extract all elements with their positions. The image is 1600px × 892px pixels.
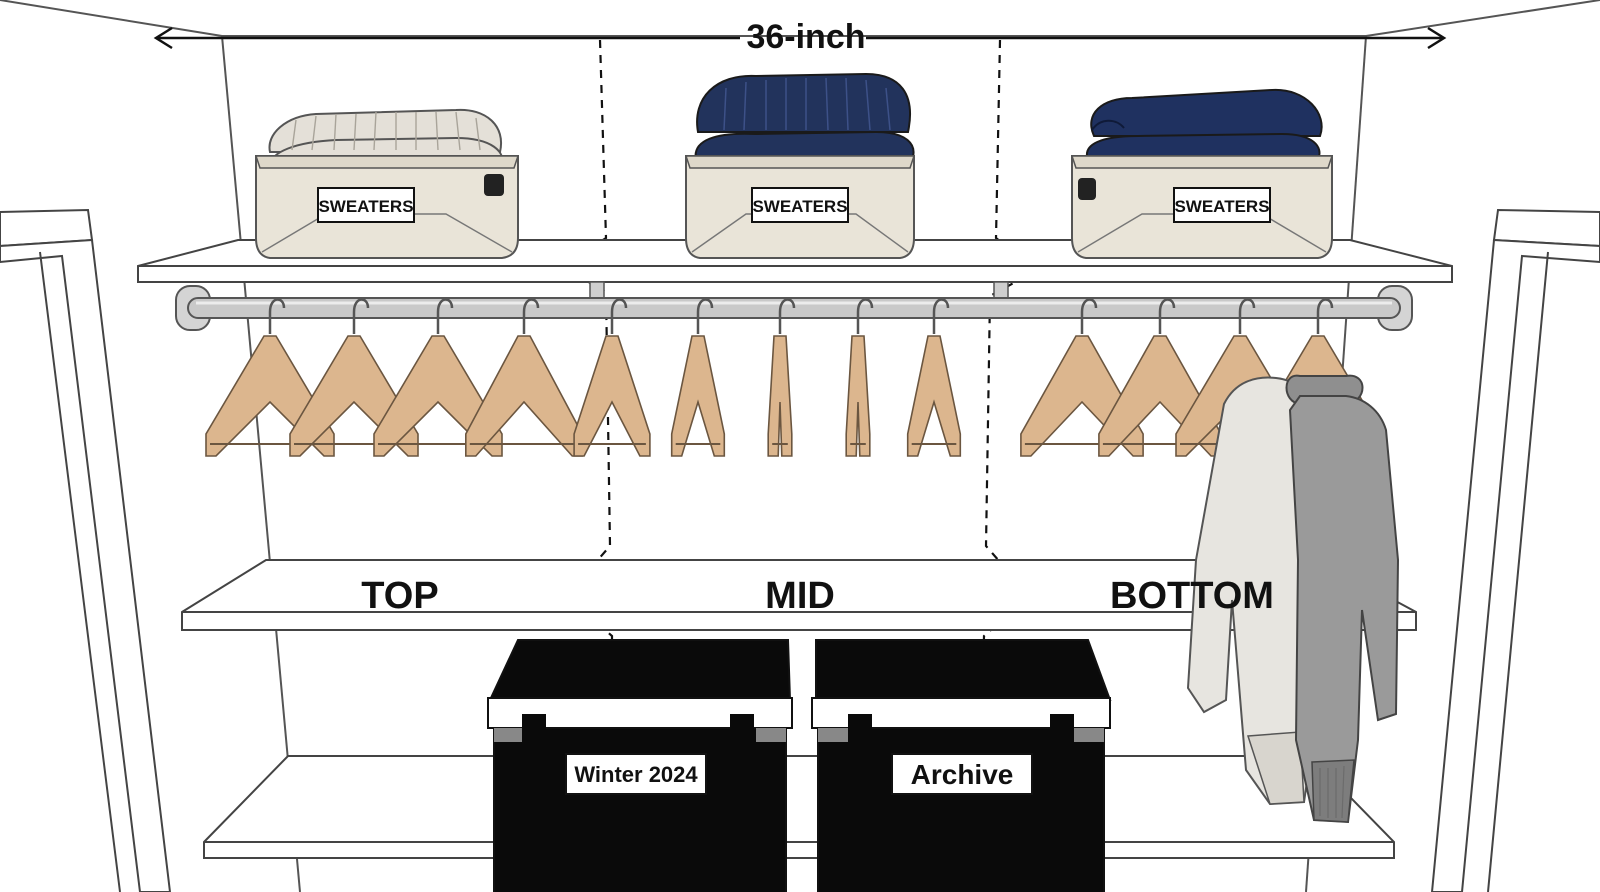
zone-label-top: TOP	[361, 575, 438, 617]
storage-box-label: Archive	[911, 759, 1014, 790]
wooden-hanger[interactable]	[767, 298, 796, 457]
wooden-hanger[interactable]	[906, 298, 962, 457]
shelf-bin-label: SWEATERS	[318, 197, 413, 216]
shelf-bin-2[interactable]: SWEATERS	[684, 72, 916, 259]
folded-sweaters	[696, 72, 911, 133]
wooden-hanger[interactable]	[465, 298, 583, 457]
dimension-line	[153, 26, 1447, 50]
zone-dividers	[566, 39, 1032, 892]
right-door-frame	[1430, 208, 1600, 892]
wooden-hanger[interactable]	[573, 298, 651, 457]
storage-box-label: Winter 2024	[574, 762, 698, 787]
folded-sweaters	[1090, 88, 1323, 137]
storage-box-archive[interactable]: Archive	[811, 639, 1112, 892]
hanger-group	[205, 298, 1383, 457]
wooden-hanger[interactable]	[845, 298, 874, 457]
hanging-sweaters	[1186, 374, 1400, 824]
storage-box-winter[interactable]: Winter 2024	[487, 639, 793, 892]
shelf-bin-3[interactable]: SWEATERS	[1070, 88, 1334, 259]
shelf-bin-label: SWEATERS	[1174, 197, 1269, 216]
dimension-label: 36-inch	[746, 18, 865, 56]
shelf-bin-1[interactable]: SWEATERS	[254, 108, 520, 259]
zone-label-bottom: BOTTOM	[1110, 575, 1274, 617]
shelf-bin-label: SWEATERS	[752, 197, 847, 216]
hanging-sweater-grey	[1288, 395, 1400, 824]
folded-sweaters	[694, 130, 915, 161]
zone-label-mid: MID	[765, 575, 835, 617]
bottom-shelf	[203, 755, 1395, 859]
left-door-frame	[0, 208, 172, 892]
wooden-hanger[interactable]	[670, 298, 726, 457]
folded-sweaters	[1085, 132, 1321, 161]
